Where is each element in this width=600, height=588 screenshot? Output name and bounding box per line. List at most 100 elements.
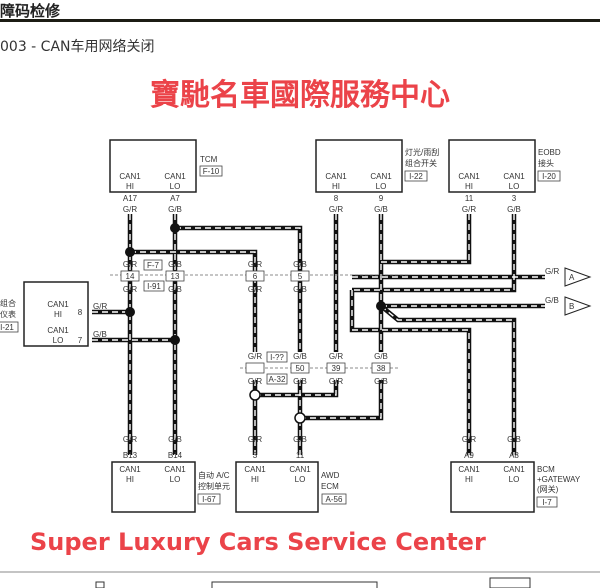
diagram-label: G/R — [248, 435, 262, 444]
diagram-label: ECM — [321, 482, 339, 491]
diagram-label: 9 — [379, 194, 384, 203]
diagram-shape — [321, 493, 347, 505]
diagram-label: CAN1 — [119, 465, 141, 474]
diagram-shape — [0, 321, 19, 333]
diagram-label: 39 — [332, 364, 341, 373]
diagram-shape — [315, 139, 403, 193]
diagram-label: B14 — [168, 451, 183, 460]
splice-junction — [376, 301, 386, 311]
diagram-label: 50 — [296, 364, 305, 373]
diagram-shape — [23, 281, 89, 347]
diagram-label: 自动 A/C — [198, 470, 230, 480]
diagram-shape — [266, 351, 288, 363]
diagram-shape — [165, 270, 185, 282]
diagram-shape — [290, 362, 310, 374]
diagram-shape — [235, 461, 319, 513]
diagram-label: B13 — [123, 451, 138, 460]
splice-junction — [170, 335, 180, 345]
diagram-label: G/R — [123, 435, 137, 444]
diagram-label: LO — [170, 475, 181, 484]
diagram-label: CAN1 — [370, 172, 392, 181]
splice-junction — [125, 247, 135, 257]
diagram-label: 38 — [377, 364, 386, 373]
diagram-shape — [245, 270, 265, 282]
diagram-label: G/R — [123, 260, 137, 269]
diagram-shape — [371, 362, 391, 374]
diagram-label: 8 — [334, 194, 339, 203]
diagram-label: A17 — [123, 194, 138, 203]
diagram-shape — [143, 259, 163, 271]
diagram-label: G/B — [293, 352, 307, 361]
diagram-shape — [245, 362, 265, 374]
diagram-shape — [448, 139, 536, 193]
diagram-label: B — [569, 302, 574, 311]
diagram-label: LO — [376, 182, 387, 191]
diagram-label: G/B — [374, 377, 388, 386]
diagram-shape — [109, 139, 197, 193]
diagram-label: (网关) — [537, 484, 559, 494]
diagram-label: 寶馳名車國際服務中心 — [150, 78, 450, 113]
partial-icon — [95, 581, 105, 588]
diagram-label: 控制单元 — [198, 481, 230, 491]
diagram-label: 14 — [126, 272, 135, 281]
diagram-label: G/B — [168, 435, 182, 444]
diagram-label: CAN1 — [119, 172, 141, 181]
diagram-label: G/B — [293, 377, 307, 386]
diagram-label: I-21 — [0, 323, 14, 332]
watermark: 寶馳名車國際服務中心 Super Luxury Cars Service Cen… — [30, 78, 486, 556]
diagram-label: A — [569, 273, 575, 282]
diagram-label: G/B — [168, 285, 182, 294]
diagram-label: BCM — [537, 465, 555, 474]
diagram-label: LO — [509, 475, 520, 484]
page-title: 003 - CAN车用网络关闭 — [0, 39, 155, 55]
diagram-shape — [404, 170, 428, 182]
diagram-shape — [564, 267, 592, 287]
diagram-shape — [536, 496, 558, 508]
section-title: 障码检修 — [0, 2, 61, 20]
diagram-label: A-32 — [269, 375, 286, 384]
diagram-shape — [143, 280, 165, 292]
diagram-label: 3 — [512, 194, 517, 203]
diagram-label: 组合 — [0, 298, 16, 308]
diagram-label: G/R — [248, 260, 262, 269]
diagram-shape — [92, 214, 545, 455]
diagram-label: HI — [465, 182, 473, 191]
diagram-label: AWD — [321, 471, 340, 480]
diagram-label: G/B — [507, 205, 521, 214]
diagram-label: G/B — [507, 435, 521, 444]
diagram-label: CAN1 — [47, 300, 69, 309]
diagram-label: G/B — [168, 205, 182, 214]
diagram-label: 5 — [298, 272, 303, 281]
offpage-b[interactable]: G/B B — [545, 296, 592, 316]
diagram-label: Super Luxury Cars Service Center — [30, 528, 486, 556]
diagram-label: F-10 — [203, 167, 220, 176]
diagram-label: 8 — [78, 308, 83, 317]
diagram-label: LO — [295, 475, 306, 484]
diagram-label: LO — [509, 182, 520, 191]
diagram-label: CAN1 — [244, 465, 266, 474]
offpage-a[interactable]: G/R A — [545, 267, 592, 287]
header-divider — [0, 19, 600, 22]
diagram-label: LO — [170, 182, 181, 191]
diagram-label: G/R — [248, 377, 262, 386]
diagram-label: 接头 — [538, 158, 554, 168]
diagram-label: A9 — [464, 451, 474, 460]
diagram-label: 11 — [465, 194, 474, 203]
diagram-label: G/B — [293, 285, 307, 294]
partial-pin-table — [211, 581, 378, 588]
diagram-label: HI — [465, 475, 473, 484]
diagram-label: G/R — [93, 302, 107, 311]
diagram-shape — [199, 165, 223, 177]
diagram-label: CAN1 — [47, 326, 69, 335]
diagram-label: HI — [126, 475, 134, 484]
diagram-label: I-20 — [542, 172, 556, 181]
diagram-label: 仪表 — [0, 309, 16, 319]
